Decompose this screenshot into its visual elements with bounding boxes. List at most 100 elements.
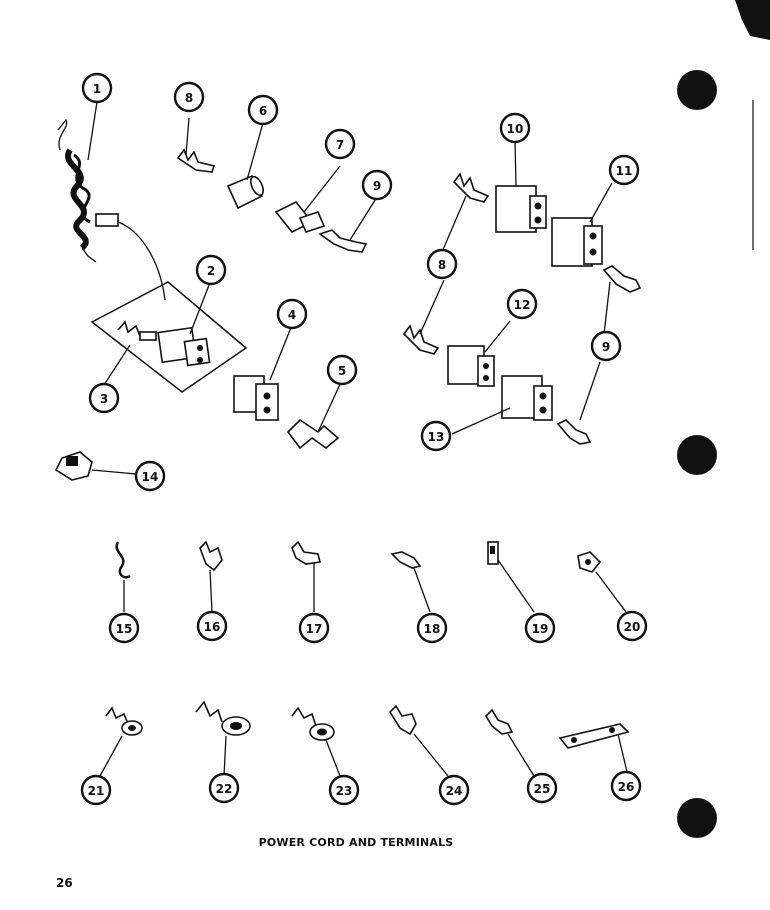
- callout-circle: [506, 288, 538, 320]
- callout-12: 12: [506, 288, 538, 320]
- callout-label: 25: [534, 782, 551, 796]
- callout-circle: [361, 169, 393, 201]
- callout-circle: [298, 612, 330, 644]
- callout-circle: [524, 612, 556, 644]
- callout-label: 6: [259, 104, 267, 118]
- callout-25: 25: [526, 772, 558, 804]
- callout-circle: [195, 254, 227, 286]
- callout-23: 23: [328, 774, 360, 806]
- callout-circle: [326, 354, 358, 386]
- terminal-16-part: [199, 540, 223, 613]
- callout-label: 4: [288, 308, 296, 322]
- callout-label: 8: [438, 258, 446, 272]
- sleeve-7-part: [274, 165, 341, 234]
- callout-label: 12: [514, 298, 531, 312]
- callout-label: 23: [336, 784, 353, 798]
- ring-terminal-23-part: [291, 706, 341, 777]
- callout-circle: [416, 612, 448, 644]
- callout-2: 2: [195, 254, 227, 286]
- callout-circle: [328, 774, 360, 806]
- callout-label: 24: [446, 784, 463, 798]
- terminal-9-right-upper-part: [602, 265, 642, 293]
- scan-edge-line: [752, 100, 754, 250]
- terminal-19-part: [487, 541, 535, 613]
- callout-13: 13: [420, 420, 452, 452]
- punch-hole-bottom: [677, 798, 717, 838]
- callout-1: 1: [81, 72, 113, 104]
- callout-label: 14: [142, 470, 159, 484]
- power-cord-part: [57, 101, 166, 301]
- callout-circle: [616, 610, 648, 642]
- callout-label: 11: [616, 164, 633, 178]
- callout-circle: [426, 248, 458, 280]
- right-group-leaders: [419, 195, 611, 421]
- callout-circle: [80, 774, 112, 806]
- terminal-24-part: [388, 704, 449, 777]
- callout-label: 17: [306, 622, 323, 636]
- terminal-8-right-upper-part: [452, 172, 490, 203]
- callout-3: 3: [88, 382, 120, 414]
- callout-17: 17: [298, 612, 330, 644]
- callout-10: 10: [499, 112, 531, 144]
- callout-circle: [81, 72, 113, 104]
- callout-circle: [276, 298, 308, 330]
- callout-14: 14: [134, 460, 166, 492]
- callout-4: 4: [276, 298, 308, 330]
- hook-15-part: [115, 541, 131, 612]
- callout-circle: [526, 772, 558, 804]
- callout-circle: [108, 612, 140, 644]
- callout-label: 10: [507, 122, 524, 136]
- terminal-5-part: [286, 379, 343, 450]
- callout-21: 21: [80, 774, 112, 806]
- callout-9b: 9: [590, 330, 622, 362]
- callout-label: 13: [428, 430, 445, 444]
- callout-circle: [324, 128, 356, 160]
- punch-hole-top: [677, 70, 717, 110]
- callout-circle: [173, 81, 205, 113]
- callout-22: 22: [208, 772, 240, 804]
- callout-label: 26: [618, 780, 635, 794]
- callout-label: 8: [185, 91, 193, 105]
- callout-24: 24: [438, 774, 470, 806]
- callout-circle: [88, 382, 120, 414]
- figure-title: POWER CORD AND TERMINALS: [258, 836, 454, 849]
- callout-circle: [420, 420, 452, 452]
- callout-circle: [610, 770, 642, 802]
- terminal-25-part: [484, 708, 535, 777]
- callout-label: 9: [373, 179, 381, 193]
- callout-16: 16: [196, 610, 228, 642]
- page-number: 26: [56, 876, 73, 890]
- callout-label: 5: [338, 364, 346, 378]
- callout-5: 5: [326, 354, 358, 386]
- callout-6: 6: [247, 94, 279, 126]
- scan-edge-mark: [735, 0, 770, 40]
- callout-label: 18: [424, 622, 441, 636]
- callout-7: 7: [324, 128, 356, 160]
- callout-26: 26: [610, 770, 642, 802]
- callout-label: 20: [624, 620, 641, 634]
- callout-label: 22: [216, 782, 233, 796]
- callout-circle: [196, 610, 228, 642]
- callout-19: 19: [524, 612, 556, 644]
- callout-18: 18: [416, 612, 448, 644]
- connector-10-part: [495, 139, 547, 233]
- callout-circle: [208, 772, 240, 804]
- terminal-8-right-lower-part: [402, 324, 440, 355]
- callout-8b: 8: [426, 248, 458, 280]
- callout-label: 9: [602, 340, 610, 354]
- callout-circle: [438, 774, 470, 806]
- callout-circle: [499, 112, 531, 144]
- callout-label: 7: [336, 138, 344, 152]
- ring-terminal-22-part: [195, 700, 251, 777]
- callout-11: 11: [608, 154, 640, 186]
- strap-terminal-26-part: [558, 723, 630, 777]
- callout-circle: [590, 330, 622, 362]
- terminal-17-part: [291, 540, 321, 612]
- callout-label: 21: [88, 784, 105, 798]
- sleeve-6-part: [226, 122, 264, 210]
- callout-8a: 8: [173, 81, 205, 113]
- callout-label: 2: [207, 264, 215, 278]
- callout-circle: [608, 154, 640, 186]
